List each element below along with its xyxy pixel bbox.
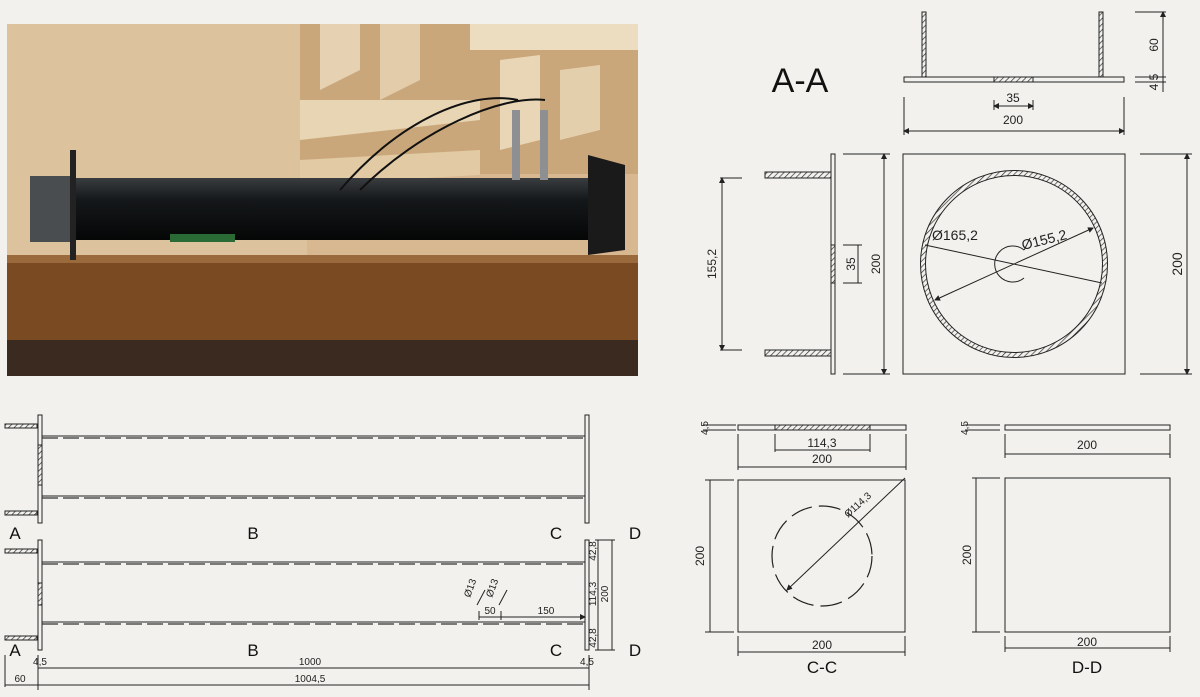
dim-4-5: 4,5 xyxy=(960,421,971,435)
dim-60: 60 xyxy=(1147,38,1161,52)
section-d-d: 4,5 200 200 200 D-D xyxy=(960,421,1171,677)
section-markers-bottom: A B C D xyxy=(9,641,641,660)
dim-200-bottom: 200 xyxy=(1077,635,1097,649)
dim-4-5-right: 4,5 xyxy=(580,657,594,668)
dim-35: 35 xyxy=(1006,91,1020,105)
sensor-2 xyxy=(540,110,548,180)
sensor-cables xyxy=(339,97,546,191)
dim-200-bottom: 200 xyxy=(812,638,832,652)
table-top xyxy=(7,255,638,347)
dim-60: 60 xyxy=(14,674,26,685)
flange-left xyxy=(70,150,76,260)
dim-155-2: 155,2 xyxy=(705,249,719,279)
dim-200-left: 200 xyxy=(960,545,974,565)
dim-114-3: 114,3 xyxy=(807,436,836,450)
section-marker-b: B xyxy=(247,524,258,543)
elevation-view-bottom: Ø13 Ø13 50 150 42,8 114,3 200 42,8 xyxy=(4,539,615,651)
dim-50: 50 xyxy=(484,606,496,617)
dim-200-top: 200 xyxy=(812,452,832,466)
section-marker-d: D xyxy=(629,641,641,660)
elevation-view-top xyxy=(4,414,590,524)
section-marker-c: C xyxy=(550,524,562,543)
steel-pipe xyxy=(40,178,615,240)
section-a-a: A-A 35 200 60 4,5 155,2 xyxy=(705,11,1192,375)
dim-35-side: 35 xyxy=(844,257,858,271)
dim-200-right: 200 xyxy=(1169,252,1185,276)
section-marker-a: A xyxy=(9,524,21,543)
dim-1000: 1000 xyxy=(299,657,322,668)
dim-4-5-left: 4,5 xyxy=(33,657,47,668)
section-c-c-title: C-C xyxy=(807,658,837,677)
a-a-side-view: 155,2 35 200 xyxy=(705,153,890,375)
dim-1004-5: 1004,5 xyxy=(295,674,326,685)
acoustic-foam-wedges xyxy=(300,24,638,185)
dim-42-8-top: 42,8 xyxy=(588,541,599,561)
sensor-1 xyxy=(512,110,520,180)
section-c-c: 4,5 114,3 200 Ø114,3 200 200 C-C xyxy=(693,421,907,677)
overall-dimensions: 4,5 1000 4,5 60 1004,5 xyxy=(4,655,594,690)
dim-200: 200 xyxy=(1003,113,1023,127)
a-a-front-view: Ø165,2 Ø155,2 200 xyxy=(902,153,1192,375)
dim-200-side: 200 xyxy=(869,254,883,274)
section-marker-d: D xyxy=(629,524,641,543)
pipe-rig-photo xyxy=(7,24,638,376)
section-marker-a: A xyxy=(9,641,21,660)
dim-200-top: 200 xyxy=(1077,438,1097,452)
dim-42-8-bottom: 42,8 xyxy=(588,628,599,648)
dim-4-5: 4,5 xyxy=(1147,73,1161,90)
flange-right xyxy=(588,155,625,255)
section-markers-top: A B C D xyxy=(9,524,641,543)
section-marker-c: C xyxy=(550,641,562,660)
dim-4-5: 4,5 xyxy=(700,421,711,435)
dim-200-left: 200 xyxy=(693,546,707,566)
section-d-d-title: D-D xyxy=(1072,658,1102,677)
outer-diameter-label: Ø165,2 xyxy=(932,227,978,243)
a-a-top-view: 35 200 60 4,5 xyxy=(903,11,1166,135)
section-a-a-title: A-A xyxy=(772,62,829,100)
dim-200: 200 xyxy=(600,585,611,602)
hole-1-label: Ø13 xyxy=(462,577,479,599)
dim-114-3: 114,3 xyxy=(588,581,599,606)
hole-2-label: Ø13 xyxy=(484,577,501,599)
dim-150: 150 xyxy=(538,606,555,617)
section-marker-b: B xyxy=(247,641,258,660)
